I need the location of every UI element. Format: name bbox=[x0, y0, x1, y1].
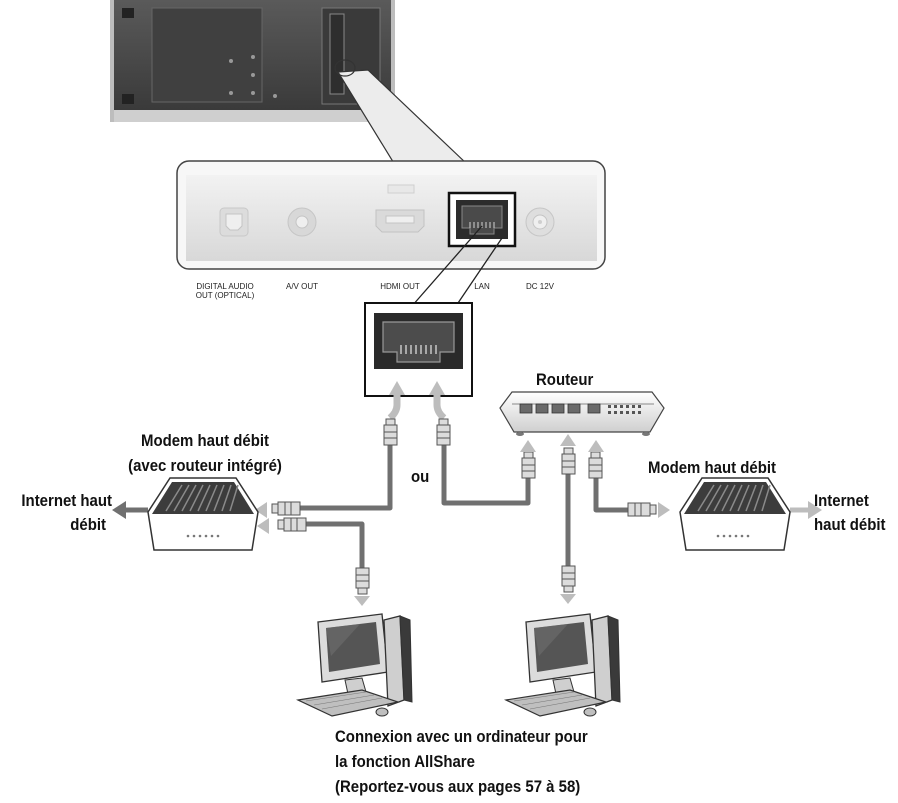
rj45-plug-icons bbox=[271, 418, 657, 595]
flow-arrows bbox=[255, 434, 822, 606]
cables bbox=[124, 445, 808, 568]
rj45-plug-icon bbox=[436, 418, 451, 446]
router-label: Routeur bbox=[536, 370, 594, 389]
port-label-digital-audio: DIGITAL AUDIO OUT (OPTICAL) bbox=[190, 282, 260, 300]
lan-port-enlarged bbox=[364, 302, 473, 397]
or-label: ou bbox=[411, 467, 430, 486]
optical-port-icon bbox=[219, 207, 249, 237]
lan-port-icon bbox=[447, 191, 517, 248]
dc-port-icon bbox=[525, 207, 555, 237]
hdmi-port-icon bbox=[375, 184, 425, 233]
computer-icon bbox=[295, 613, 413, 717]
rj45-plug-icon bbox=[627, 502, 657, 517]
pc-caption-line3: (Reportez-vous aux pages 57 à 58) bbox=[335, 777, 581, 796]
lan-input-cables bbox=[387, 395, 447, 421]
rj45-plug-icon bbox=[521, 451, 536, 479]
rj45-plug-icon bbox=[588, 451, 603, 479]
port-label-dc: DC 12V bbox=[525, 282, 554, 291]
player-back-view bbox=[110, 0, 395, 122]
port-label-hdmi-out: HDMI OUT bbox=[380, 282, 420, 291]
port-label-lan: LAN bbox=[474, 282, 490, 291]
pc-caption-line1: Connexion avec un ordinateur pour bbox=[335, 727, 588, 746]
internet-left-arrow bbox=[112, 501, 126, 519]
modem-label: Modem haut débit bbox=[648, 458, 776, 477]
modem-device bbox=[679, 477, 791, 551]
rj45-plug-icon bbox=[277, 517, 307, 532]
internet-left-label-line1: Internet haut bbox=[21, 491, 112, 510]
port-label-av-out: A/V OUT bbox=[285, 282, 318, 291]
modem-integrated-label-line2: (avec routeur intégré) bbox=[128, 456, 282, 475]
av-out-port-icon bbox=[287, 207, 317, 237]
rj45-plug-icon bbox=[383, 418, 398, 446]
computer-icon bbox=[503, 613, 621, 717]
back-panel bbox=[176, 160, 606, 270]
rj45-plug-icon bbox=[355, 567, 370, 595]
modem-integrated-device bbox=[147, 477, 259, 551]
lan-zoom-lines bbox=[411, 225, 503, 307]
internet-right-label-line1: Internet bbox=[814, 491, 869, 510]
internet-right-label-line2: haut débit bbox=[814, 515, 886, 534]
modem-integrated-label-line1: Modem haut débit bbox=[140, 431, 269, 450]
rj45-plug-icon bbox=[561, 565, 576, 593]
rj45-plug-icon bbox=[271, 501, 301, 516]
port-label-digital-audio-line2: OUT (OPTICAL) bbox=[195, 291, 255, 300]
port-label-digital-audio-line1: DIGITAL AUDIO bbox=[196, 282, 254, 291]
lan-input-arrows bbox=[389, 381, 445, 395]
rj45-plug-icon bbox=[561, 447, 576, 475]
internet-left-label-line2: débit bbox=[70, 515, 106, 534]
pc-caption-line2: la fonction AllShare bbox=[335, 752, 475, 771]
router-device bbox=[499, 391, 665, 436]
